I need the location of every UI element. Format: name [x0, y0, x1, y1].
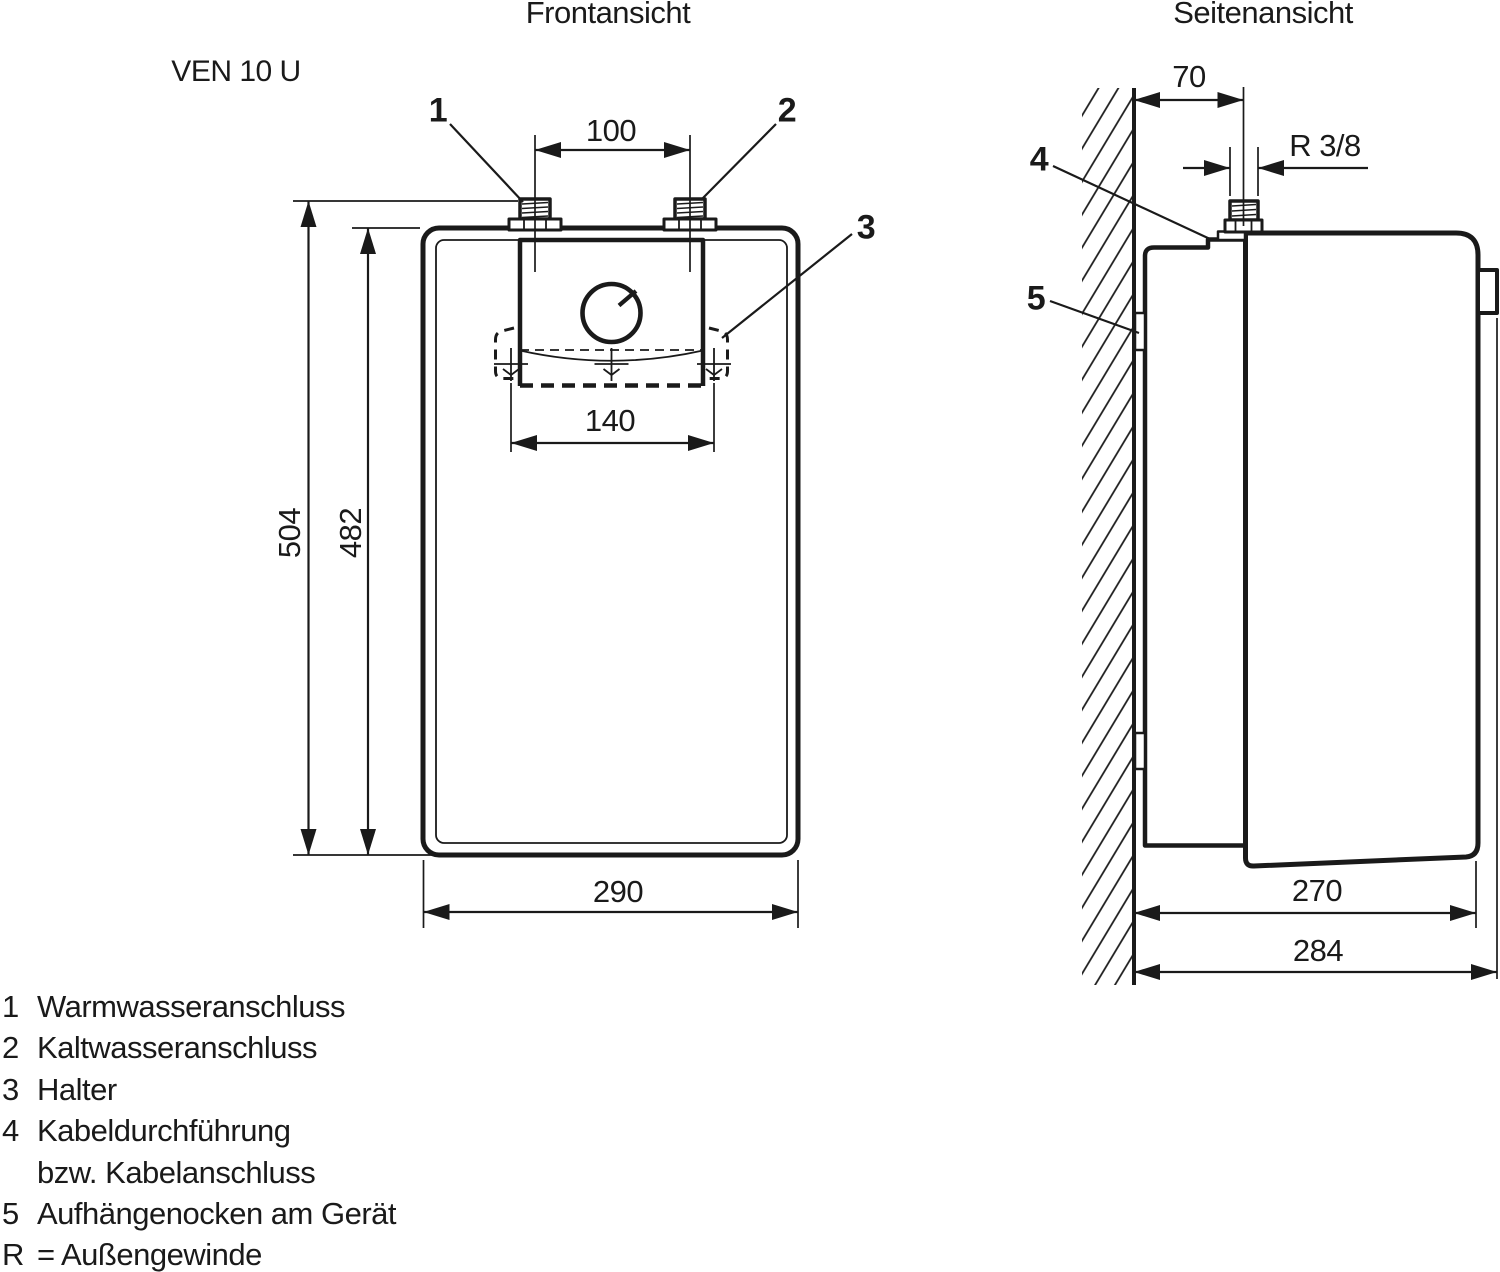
legend-item-num: 1: [2, 989, 19, 1024]
legend-item-num: 5: [2, 1195, 19, 1231]
dim-140-label: 140: [584, 403, 636, 438]
dim-284-lines: [1134, 318, 1498, 980]
center-marks: [494, 348, 731, 381]
legend-item: bzw. Kabelanschluss: [2, 1155, 396, 1196]
side-view-drawing: [1049, 87, 1499, 985]
front-view-title: Frontansicht: [525, 0, 691, 30]
dim-482-lines: [352, 227, 420, 855]
legend-item-text: Kaltwasseranschluss: [37, 1030, 317, 1066]
side-switch-tab: [1476, 268, 1499, 315]
model-label: VEN 10 U: [171, 55, 301, 88]
side-front-cover: [1243, 230, 1481, 869]
leader-5: [1049, 299, 1140, 335]
dim-70-lines: [1134, 92, 1244, 108]
legend-item: 1 Warmwasseranschluss: [2, 989, 396, 1030]
leader-2: [700, 123, 777, 201]
legend-item-num: 4: [2, 1113, 19, 1149]
side-tank-body: [1142, 237, 1243, 848]
legend: 1 Warmwasseranschluss 2 Kaltwasseranschl…: [2, 989, 397, 1272]
legend-item-num: 3: [2, 1071, 19, 1107]
dim-140-lines: [510, 383, 715, 452]
dim-504-lines: [293, 200, 518, 856]
side-view-title: Seitenansicht: [1173, 0, 1353, 30]
dim-270-label: 270: [1291, 873, 1343, 908]
wall-bracket-right: [708, 326, 729, 380]
temperature-knob: [580, 281, 643, 345]
legend-item-text: Halter: [37, 1071, 117, 1107]
legend-item: 2 Kaltwasseranschluss: [2, 1030, 396, 1071]
callout-4: 4: [1029, 140, 1049, 179]
dim-r38-lines: [1183, 147, 1368, 196]
dim-270-lines: [1134, 861, 1477, 928]
leader-4: [1052, 165, 1211, 240]
legend-item-text: Kabeldurchführung: [37, 1113, 291, 1149]
legend-item-text: = Außengewinde: [37, 1237, 262, 1272]
dim-290-label: 290: [592, 874, 644, 909]
dim-70-label: 70: [1172, 59, 1206, 94]
legend-item: 5 Aufhängenocken am Gerät: [2, 1195, 397, 1237]
legend-item-text: Aufhängenocken am Gerät: [37, 1195, 397, 1231]
callout-1: 1: [428, 91, 448, 130]
leader-1: [449, 123, 524, 203]
dim-482-label: 482: [333, 507, 368, 559]
dim-100-label: 100: [585, 113, 637, 148]
dim-290-lines: [422, 860, 799, 928]
hanging-cam-bottom: [1133, 731, 1147, 771]
legend-item-text: Warmwasseranschluss: [37, 989, 346, 1024]
legend-item-text: bzw. Kabelanschluss: [37, 1154, 316, 1190]
callout-3: 3: [856, 208, 876, 247]
legend-item: 3 Halter: [2, 1072, 396, 1113]
wall-bracket-left: [494, 326, 515, 380]
legend-item-num: R: [2, 1237, 24, 1272]
leader-3: [721, 233, 853, 339]
dim-284-label: 284: [1292, 933, 1344, 968]
callout-2: 2: [777, 91, 797, 130]
dim-100-lines: [534, 135, 691, 272]
dim-r38-label: R 3/8: [1289, 128, 1361, 163]
wall: [1082, 88, 1136, 985]
legend-item: R = Außengewinde: [2, 1237, 396, 1272]
legend-item-num: 2: [2, 1030, 19, 1066]
dim-504-label: 504: [272, 507, 307, 559]
callout-5: 5: [1026, 279, 1046, 318]
legend-item: 4 Kabeldurchführung: [2, 1113, 396, 1154]
front-view-drawing: [293, 123, 853, 928]
